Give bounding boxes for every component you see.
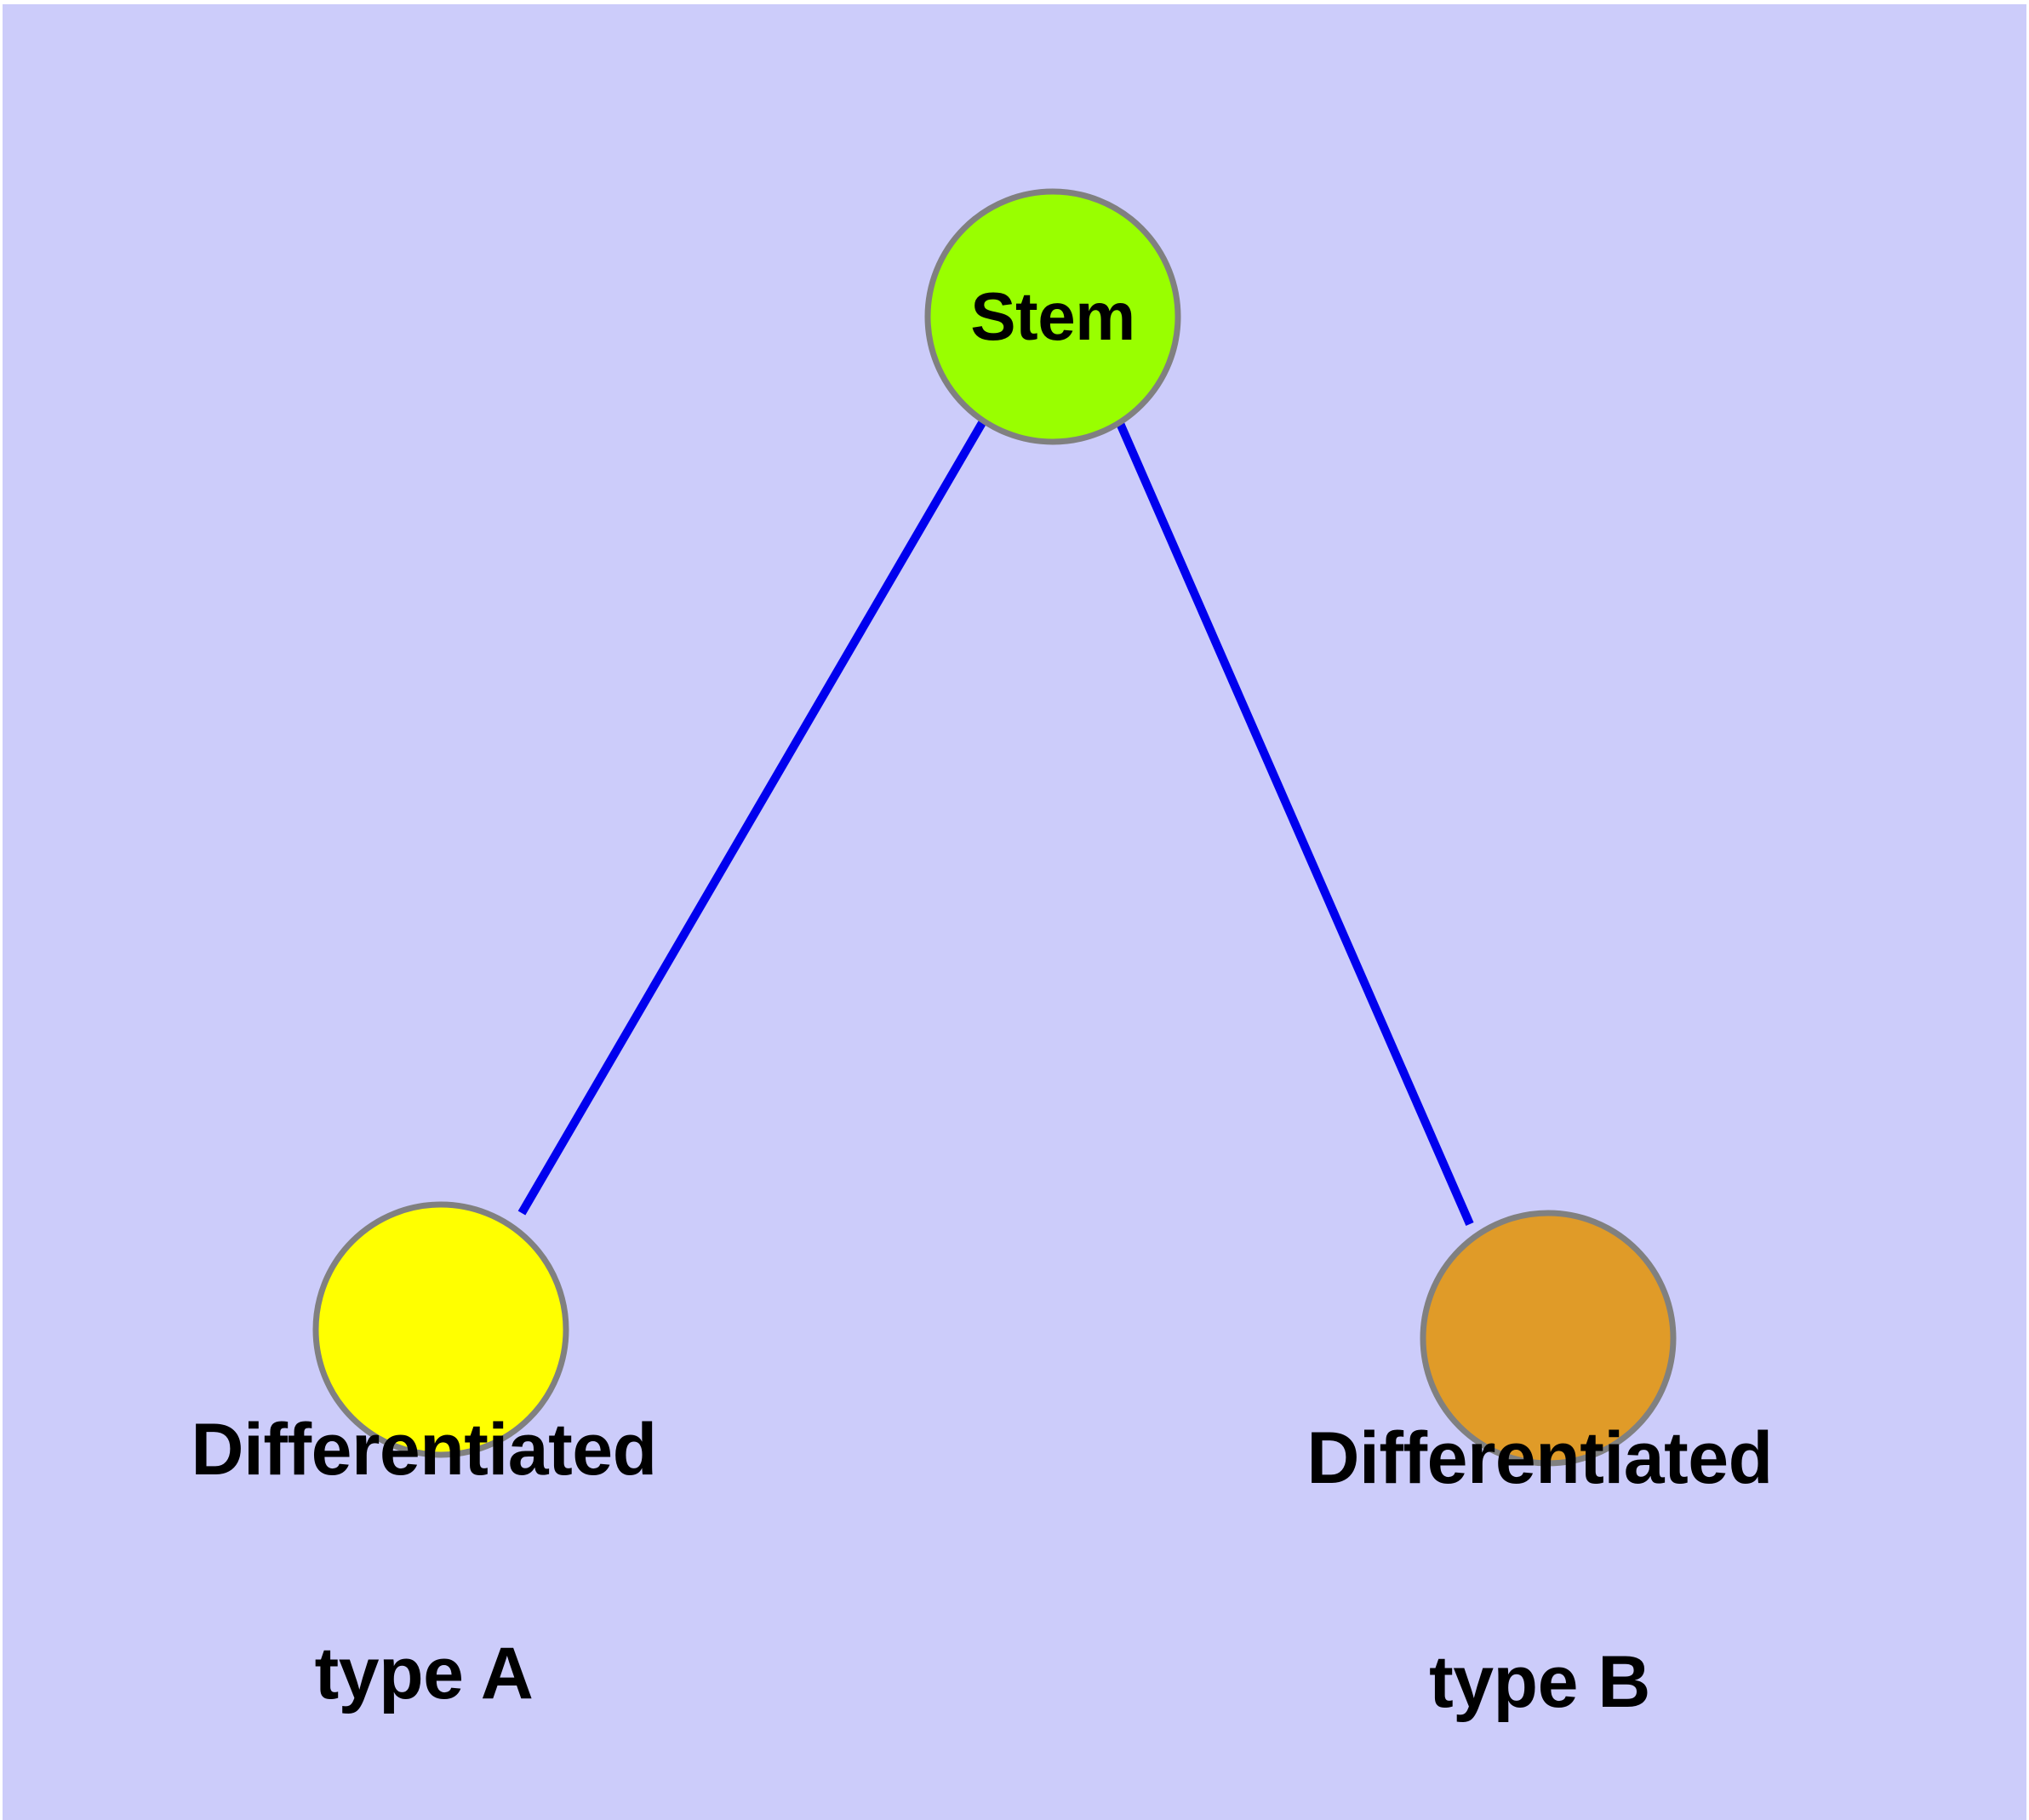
edge-layer xyxy=(517,419,1474,1227)
node-differentiated-type-b[interactable] xyxy=(1420,1210,1677,1467)
edge-stem-to-differentiated-type-b[interactable] xyxy=(1115,419,1474,1227)
node-stem[interactable] xyxy=(924,188,1181,445)
node-differentiated-type-a[interactable] xyxy=(312,1201,569,1458)
edge-stem-to-differentiated-type-a[interactable] xyxy=(517,419,987,1216)
node-layer xyxy=(312,188,1677,1467)
